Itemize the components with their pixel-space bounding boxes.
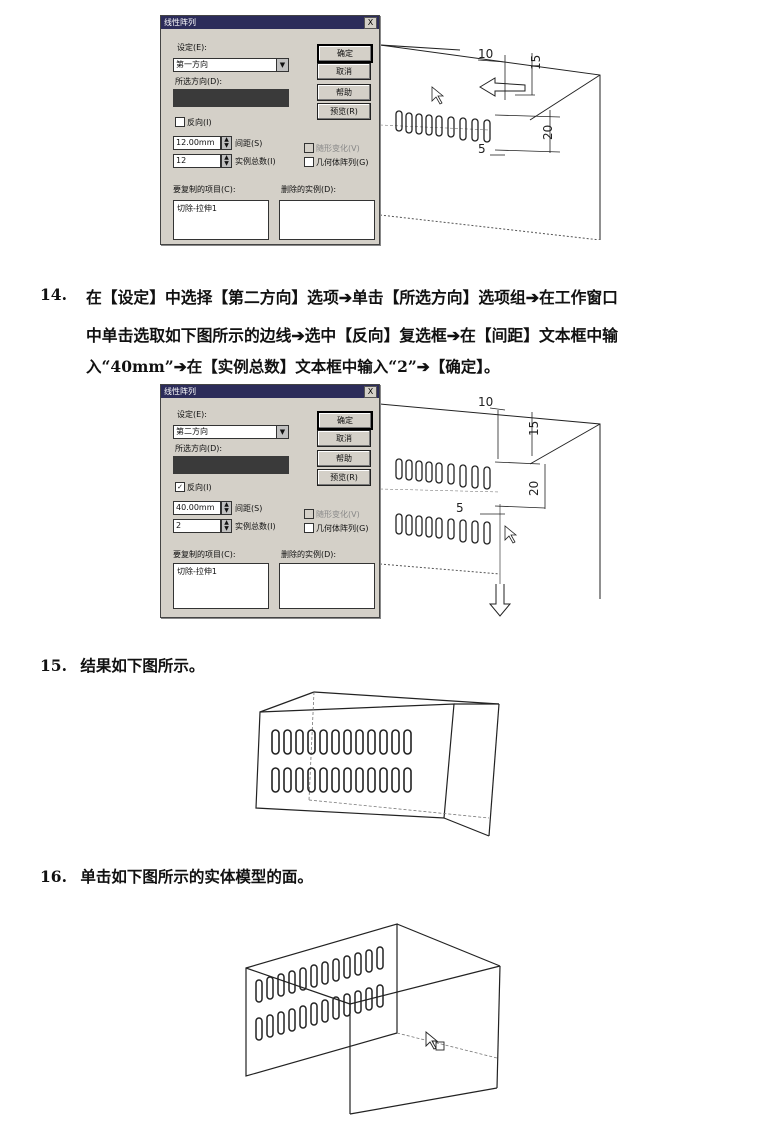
cancel-button[interactable]: 取消: [317, 430, 371, 447]
spacing-label: 间距(S): [235, 504, 263, 513]
reverse-label: 反向(I): [187, 483, 212, 492]
cursor-icon: [431, 86, 445, 105]
step-15-number: 15.: [40, 656, 67, 675]
count-input[interactable]: 2: [173, 519, 221, 533]
vary-label: 随形变化(V): [316, 144, 360, 153]
step-14-number: 14.: [40, 285, 67, 304]
spacing-input[interactable]: 40.00mm: [173, 501, 221, 515]
reverse-checkbox[interactable]: [175, 117, 185, 127]
copy-items-label: 要复制的项目(C):: [173, 550, 236, 559]
deleted-instances-label: 删除的实例(D):: [281, 550, 337, 559]
direction-select[interactable]: 第二方向 ▼: [173, 425, 289, 439]
count-label: 实例总数(I): [235, 157, 276, 166]
copy-items-list[interactable]: 切除-拉伸1: [173, 563, 269, 609]
direction-value: 第一方向: [176, 60, 208, 69]
model-view-1: 10 15 20 5: [379, 44, 601, 240]
copy-items-list[interactable]: 切除-拉伸1: [173, 200, 269, 240]
slot-pattern-row: [395, 110, 491, 143]
copy-item: 切除-拉伸1: [177, 567, 217, 576]
spacing-input[interactable]: 12.00mm: [173, 136, 221, 150]
linear-pattern-dialog: 线性阵列 X 设定(E): 第一方向 ▼ 所选方向(D): 反向(I) 12.0…: [160, 15, 380, 245]
cancel-button[interactable]: 取消: [317, 63, 371, 80]
reverse-label: 反向(I): [187, 118, 212, 127]
selected-direction-box[interactable]: [173, 89, 289, 107]
geometry-pattern-checkbox[interactable]: [304, 523, 314, 533]
model-view-2: 10 15 20 5: [379, 395, 601, 617]
direction-select[interactable]: 第一方向 ▼: [173, 58, 289, 72]
vary-checkbox[interactable]: [304, 509, 314, 519]
face-slot-row-2: [255, 984, 384, 1041]
count-stepper[interactable]: ▲▼: [221, 519, 232, 533]
direction-arrow-down: [488, 584, 512, 617]
step-15-text: 结果如下图所示。: [80, 656, 205, 675]
linear-pattern-dialog-2: 线性阵列 X 设定(E): 第二方向 ▼ 所选方向(D): ✓ 反向(I) 40…: [160, 384, 380, 618]
cursor-icon: [504, 525, 518, 544]
dim-5: 5: [478, 142, 486, 156]
figure-3-result-model: [255, 691, 500, 837]
spacing-label: 间距(S): [235, 139, 263, 148]
dialog-title: 线性阵列: [161, 385, 379, 398]
ok-button[interactable]: 确定: [317, 44, 373, 63]
preview-button[interactable]: 预览(R): [317, 469, 371, 486]
spacing-stepper[interactable]: ▲▼: [221, 136, 232, 150]
selected-direction-label: 所选方向(D):: [175, 444, 223, 453]
deleted-instances-list[interactable]: [279, 563, 375, 609]
step-14-line-3: 入“40mm”➔在【实例总数】文本框中输入“2”➔【确定】。: [86, 357, 500, 376]
result-slot-row-1: [271, 729, 412, 755]
settings-label: 设定(E):: [177, 43, 207, 52]
selected-direction-label: 所选方向(D):: [175, 77, 223, 86]
result-slot-row-2: [271, 767, 412, 793]
dim-20: 20: [527, 481, 541, 496]
vary-label: 随形变化(V): [316, 510, 360, 519]
deleted-instances-list[interactable]: [279, 200, 375, 240]
step-14-line-2: 中单击选取如下图所示的边线➔选中【反向】复选框➔在【间距】文本框中输: [86, 326, 618, 345]
dim-5: 5: [456, 501, 464, 515]
slot-pattern-row-2: [395, 513, 491, 545]
geometry-pattern-checkbox[interactable]: [304, 157, 314, 167]
select-face-cursor-icon: [425, 1031, 445, 1051]
close-button[interactable]: X: [364, 17, 377, 29]
deleted-instances-label: 删除的实例(D):: [281, 185, 337, 194]
settings-label: 设定(E):: [177, 410, 207, 419]
figure-2-linear-pattern-second-direction: 10 15 20 5 线性阵列 X 设定(E): 第二方向 ▼ 所选方向(D):…: [160, 384, 620, 624]
slot-pattern-row-1: [395, 458, 491, 490]
chevron-down-icon: ▼: [276, 59, 288, 71]
figure-1-linear-pattern-first-direction: 10 15 20 5 线性阵列 X 设定(E): 第一方向 ▼ 所选方向(D):…: [160, 15, 620, 245]
face-slot-row-1: [255, 946, 384, 1003]
count-label: 实例总数(I): [235, 522, 276, 531]
copy-item: 切除-拉伸1: [177, 204, 217, 213]
count-input[interactable]: 12: [173, 154, 221, 168]
direction-value: 第二方向: [176, 427, 208, 436]
count-stepper[interactable]: ▲▼: [221, 154, 232, 168]
dim-15: 15: [529, 55, 543, 70]
geometry-pattern-label: 几何体阵列(G): [316, 524, 369, 533]
selected-direction-box[interactable]: [173, 456, 289, 474]
vary-checkbox[interactable]: [304, 143, 314, 153]
ok-button[interactable]: 确定: [317, 411, 373, 430]
dim-10: 10: [478, 395, 493, 409]
help-button[interactable]: 帮助: [317, 450, 371, 467]
preview-button[interactable]: 预览(R): [317, 103, 371, 120]
dim-15: 15: [527, 421, 541, 436]
step-16-number: 16.: [40, 867, 67, 886]
reverse-checkbox[interactable]: ✓: [175, 482, 185, 492]
dialog-title: 线性阵列: [161, 16, 379, 29]
step-16-text: 单击如下图所示的实体模型的面。: [80, 867, 313, 886]
chevron-down-icon: ▼: [276, 426, 288, 438]
geometry-pattern-label: 几何体阵列(G): [316, 158, 369, 167]
copy-items-label: 要复制的项目(C):: [173, 185, 236, 194]
dim-20: 20: [541, 125, 555, 140]
dim-10: 10: [478, 47, 493, 61]
spacing-stepper[interactable]: ▲▼: [221, 501, 232, 515]
step-14-line-1: 在【设定】中选择【第二方向】选项➔单击【所选方向】选项组➔在工作窗口: [86, 288, 618, 307]
help-button[interactable]: 帮助: [317, 84, 371, 101]
direction-arrow: [479, 77, 526, 97]
close-button[interactable]: X: [364, 386, 377, 398]
figure-4-select-face-model: [245, 923, 501, 1115]
